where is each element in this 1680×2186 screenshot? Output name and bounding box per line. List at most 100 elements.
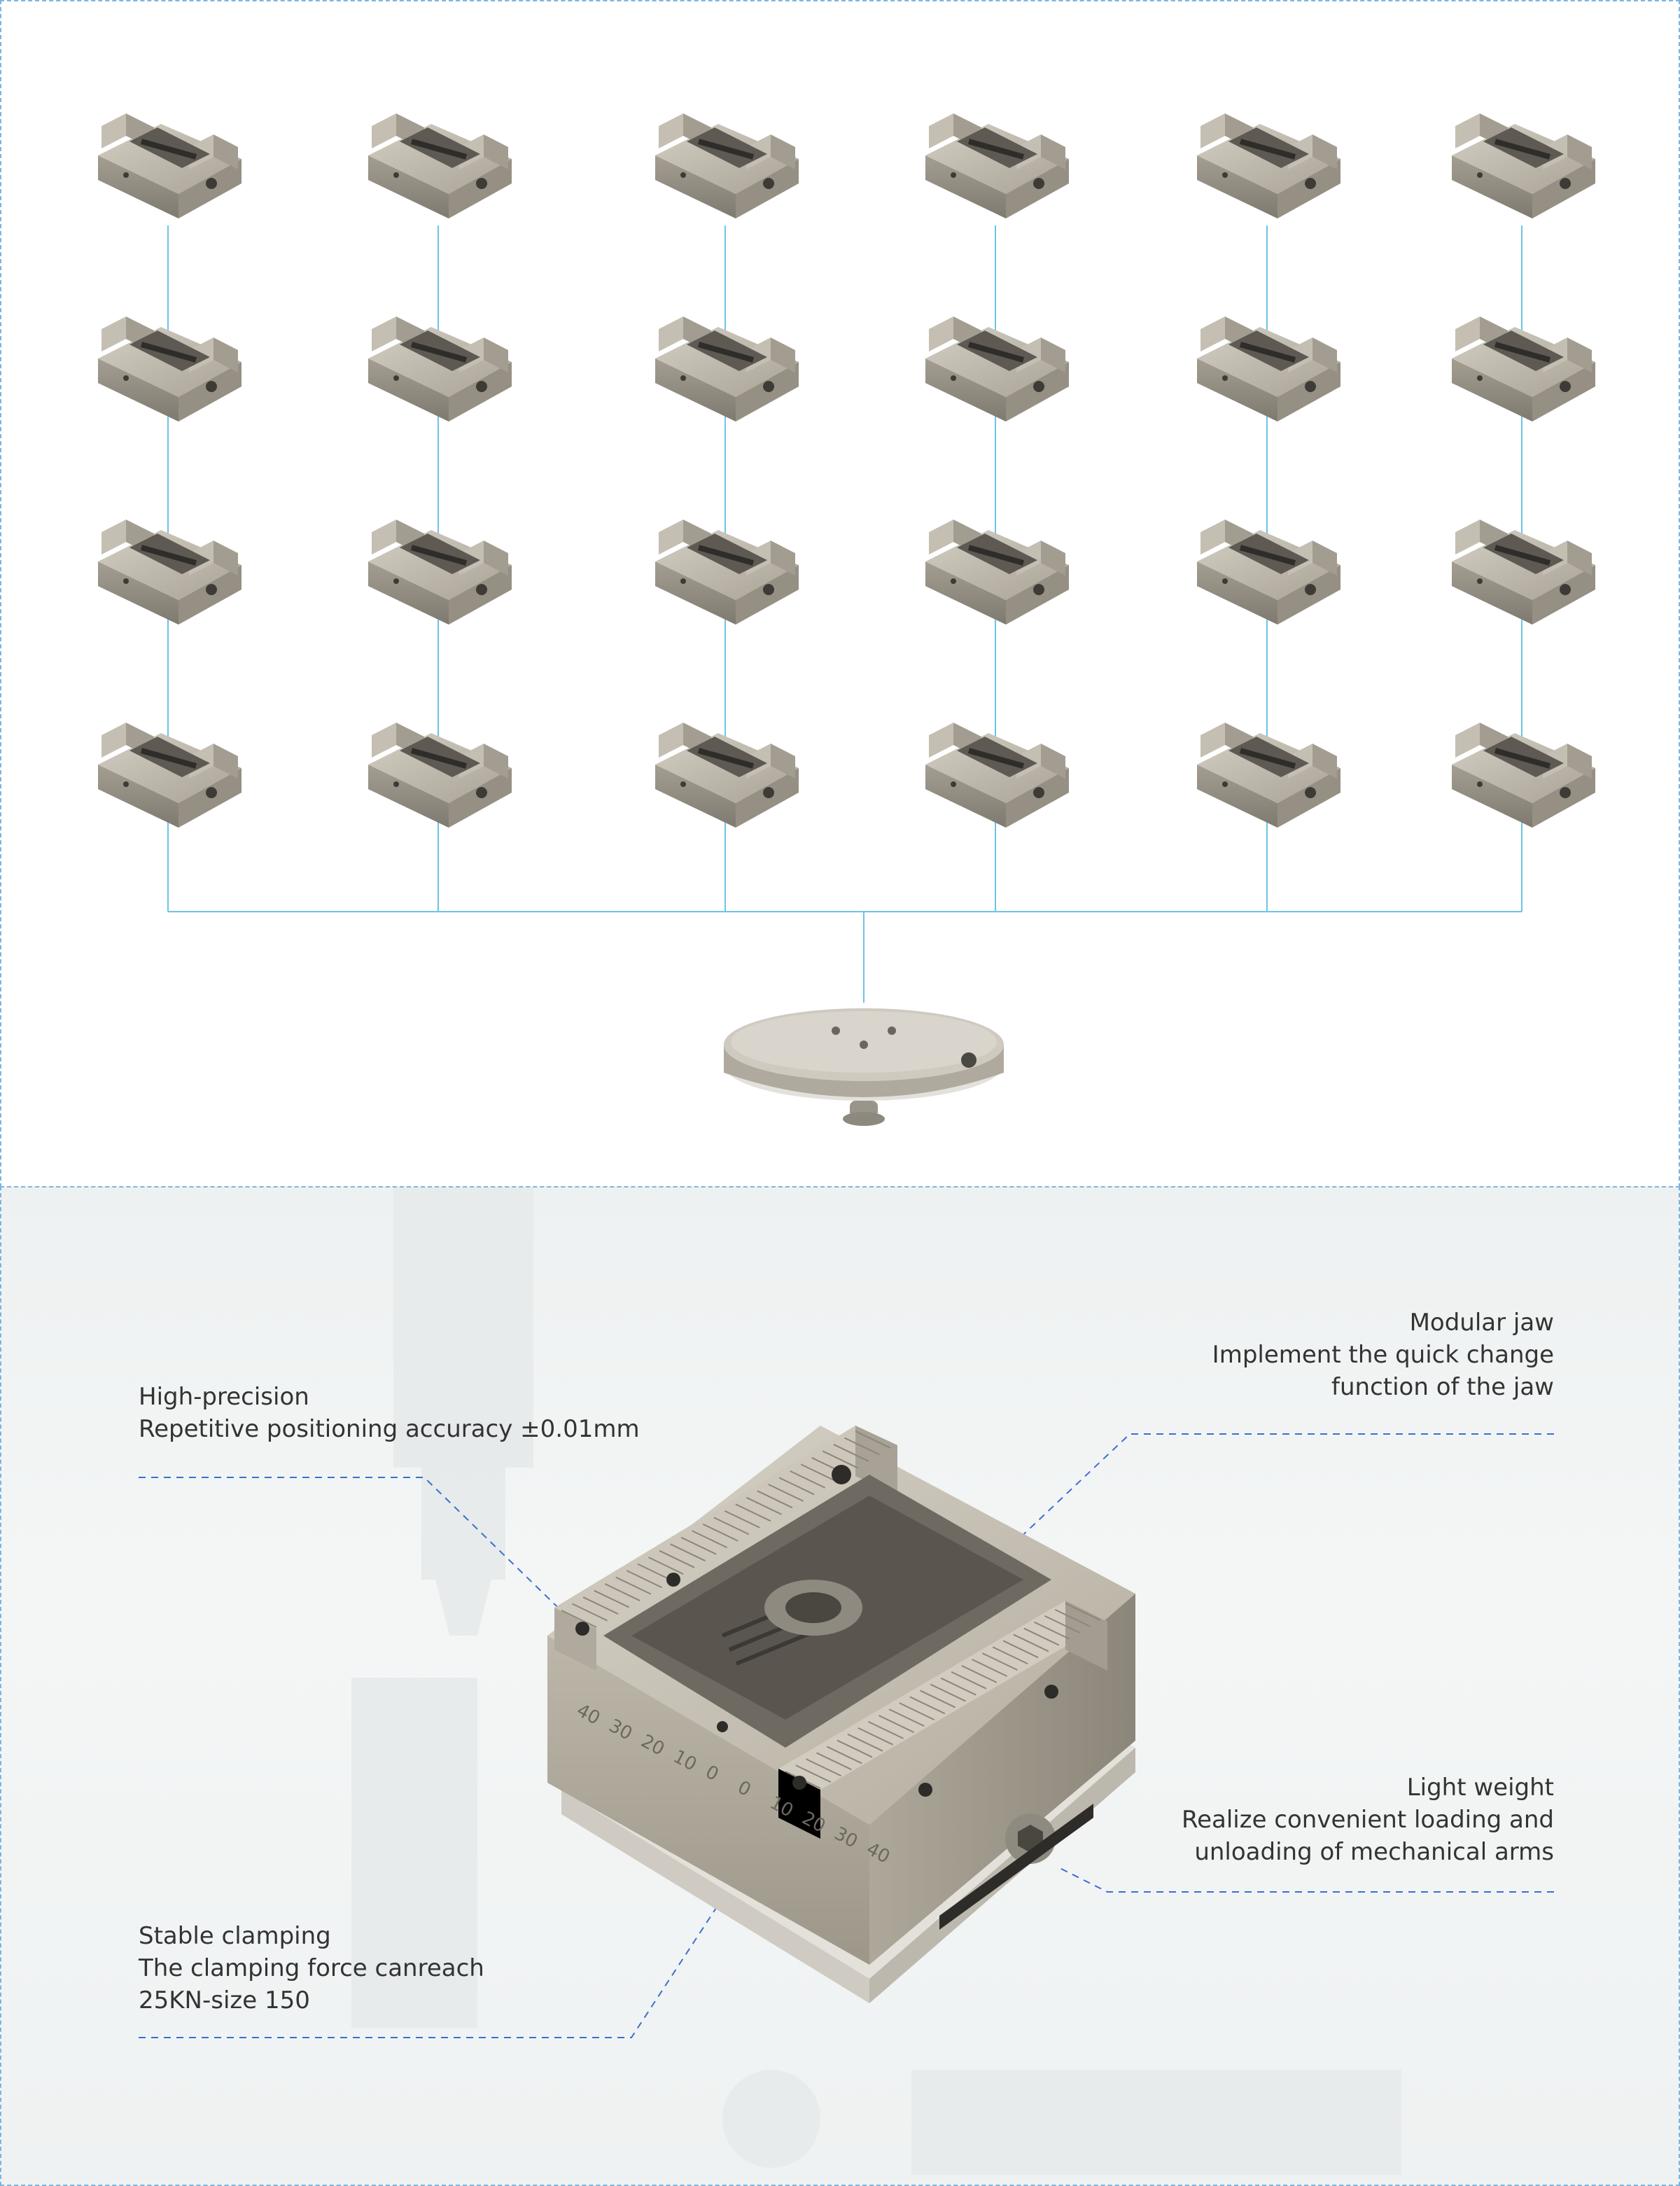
- vise-variant-icon: [1452, 520, 1595, 625]
- vise-variant-icon: [1197, 316, 1340, 422]
- jaw-serration: [582, 1596, 619, 1615]
- variant-tree-diagram: [1, 1, 1679, 1126]
- vise-variant-icon: [98, 316, 241, 422]
- jaw-serration: [1054, 1608, 1091, 1627]
- jaw-serration: [940, 1677, 976, 1696]
- vise-variant-icon: [925, 723, 1069, 828]
- vise-variant-icon: [1452, 113, 1595, 218]
- modular-jaw-line2: function of the jaw: [1331, 1373, 1554, 1401]
- jaw-serration: [1065, 1603, 1101, 1621]
- vise-variant-icon: [98, 520, 241, 625]
- jaw-serration: [768, 1483, 804, 1502]
- vise-variant-icon: [98, 723, 241, 828]
- leader-stable-clamping: [139, 1887, 730, 2038]
- leader-light-weight: [1056, 1866, 1554, 1893]
- jaw-serration: [858, 1727, 894, 1746]
- jaw-serration: [800, 1463, 836, 1482]
- jaw-serration: [692, 1530, 728, 1549]
- jaw-serration: [1023, 1627, 1060, 1646]
- jaw-serration: [855, 1430, 891, 1449]
- jaw-serration: [626, 1570, 662, 1589]
- vise-variant-icon: [368, 316, 512, 422]
- jaw-serration: [899, 1702, 935, 1721]
- vise-variant-icon: [925, 113, 1069, 218]
- stable-clamping-line2: 25KN-size 150: [139, 1986, 310, 2014]
- vise-variant-icon: [98, 113, 241, 218]
- jaw-serration: [1044, 1615, 1080, 1634]
- jaw-serration: [847, 1733, 883, 1752]
- jaw-serration: [822, 1450, 858, 1469]
- vise-variant-icon: [1197, 520, 1340, 625]
- vise-variant-icon: [1197, 723, 1340, 828]
- stable-clamping-line1: The clamping force canreach: [139, 1954, 484, 1982]
- jaw-serration: [836, 1739, 873, 1758]
- vise-variant-icon: [655, 520, 799, 625]
- jaw-serration: [757, 1490, 793, 1509]
- jaw-serration: [615, 1576, 652, 1595]
- jaw-serration: [702, 1523, 738, 1542]
- light-weight-line2: unloading of mechanical arms: [1194, 1838, 1554, 1866]
- jaw-serration: [844, 1437, 880, 1456]
- jaw-serration: [1002, 1640, 1039, 1659]
- vise-variant-icon: [368, 520, 512, 625]
- vise-variant-icon: [655, 113, 799, 218]
- jaw-serration: [680, 1536, 717, 1555]
- jaw-serration: [982, 1652, 1018, 1671]
- leader-high-precision: [139, 1477, 576, 1625]
- jaw-serration: [724, 1510, 760, 1529]
- background-machine-silhouette: [351, 1188, 1401, 2175]
- jaw-serration: [659, 1550, 695, 1568]
- high-precision-title: High-precision: [139, 1383, 309, 1411]
- jaw-serration: [909, 1696, 946, 1715]
- vise-variant-icon: [655, 723, 799, 828]
- jaw-serration: [670, 1543, 706, 1562]
- modular-jaw-line1: Implement the quick change: [1212, 1341, 1554, 1369]
- jaw-serration: [826, 1746, 862, 1764]
- jaw-serration: [790, 1470, 826, 1489]
- jaw-serration: [972, 1659, 1008, 1677]
- jaw-serration: [1034, 1621, 1070, 1640]
- jaw-serration: [868, 1720, 904, 1739]
- jaw-serration: [746, 1496, 782, 1515]
- light-weight-line1: Realize convenient loading and: [1181, 1806, 1554, 1834]
- feature-stable-clamping: Stable clamping The clamping force canre…: [139, 1920, 484, 2017]
- jaw-serration: [1013, 1634, 1049, 1652]
- vise-variant-icon: [1452, 723, 1595, 828]
- vise-variant-icon: [368, 723, 512, 828]
- zero-point-base-plate: [724, 1008, 1004, 1126]
- feature-modular-jaw: Modular jaw Implement the quick change f…: [1212, 1307, 1554, 1403]
- jaw-serration: [920, 1690, 956, 1708]
- jaw-serration: [778, 1477, 815, 1496]
- jaw-serration: [648, 1557, 684, 1575]
- jaw-serration: [604, 1583, 640, 1601]
- jaw-serration: [795, 1764, 832, 1783]
- vise-variant-icon: [925, 316, 1069, 422]
- feature-light-weight: Light weight Realize convenient loading …: [1182, 1771, 1554, 1868]
- vise-variant-icon: [1452, 316, 1595, 422]
- jaw-serration: [961, 1664, 997, 1683]
- light-weight-title: Light weight: [1406, 1774, 1554, 1802]
- jaw-serration: [594, 1589, 630, 1608]
- jaw-serration: [992, 1646, 1028, 1665]
- jaw-serration: [878, 1715, 914, 1733]
- vise-variant-icon: [655, 316, 799, 422]
- jaw-serration: [833, 1444, 869, 1462]
- jaw-serration: [816, 1752, 852, 1771]
- vise-variant-icon: [368, 113, 512, 218]
- jaw-serration: [951, 1671, 987, 1690]
- jaw-serration: [806, 1758, 842, 1777]
- jaw-serration: [561, 1610, 597, 1628]
- vise-variant-icon: [925, 520, 1069, 625]
- high-precision-desc: Repetitive positioning accuracy ±0.01mm: [139, 1415, 640, 1443]
- jaw-serration: [930, 1683, 966, 1702]
- jaw-serration: [713, 1517, 750, 1536]
- jaw-serration: [735, 1503, 771, 1522]
- vise-variant-icon: [1197, 113, 1340, 218]
- stable-clamping-title: Stable clamping: [139, 1922, 331, 1950]
- variant-tree-panel: [0, 0, 1680, 1188]
- jaw-serration: [572, 1603, 608, 1622]
- jaw-serration: [888, 1708, 925, 1727]
